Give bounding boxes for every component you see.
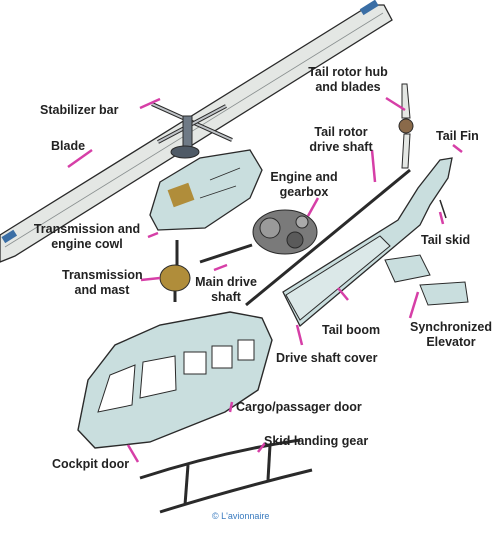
- label-cockpit-door: Cockpit door: [52, 457, 130, 471]
- label-main-drive-shaft: Main drive shaft: [190, 275, 262, 305]
- label-tail-rotor-hub: Tail rotor hub and blades: [302, 65, 394, 95]
- label-tail-skid: Tail skid: [421, 233, 471, 247]
- label-tail-fin: Tail Fin: [436, 129, 479, 143]
- label-transmission-mast: Transmission and mast: [62, 268, 143, 298]
- label-tail-boom: Tail boom: [322, 323, 381, 337]
- label-synchronized-elevator: Synchronized Elevator: [405, 320, 497, 350]
- label-line: and blades: [315, 80, 381, 94]
- drive-shaft-cover-graphic: [285, 235, 391, 321]
- label-line: engine cowl: [51, 237, 123, 251]
- stabilizer-bar-graphic: [151, 102, 233, 159]
- elevator-graphic: [384, 254, 469, 306]
- engine-graphic: [252, 209, 318, 255]
- label-line: and mast: [74, 283, 130, 297]
- label-line: Tail rotor hub: [308, 65, 388, 79]
- credit-text: © L'avionnaire: [212, 511, 270, 521]
- label-cargo-passager-door: Cargo/passager door: [236, 400, 362, 414]
- label-line: Tail rotor: [314, 125, 368, 139]
- label-drive-shaft-cover: Drive shaft cover: [276, 351, 378, 365]
- label-engine-gearbox: Engine and gearbox: [266, 170, 342, 200]
- label-skid-landing-gear: Skid landing gear: [264, 434, 369, 448]
- tail-rotor-graphic: [398, 83, 414, 169]
- label-line: gearbox: [279, 185, 329, 199]
- leader-lines: [67, 96, 463, 463]
- label-tail-rotor-drive-shaft: Tail rotor drive shaft: [296, 125, 386, 155]
- label-line: Main drive: [195, 275, 257, 289]
- label-line: shaft: [211, 290, 241, 304]
- label-line: Synchronized: [410, 320, 492, 334]
- label-stabilizer-bar: Stabilizer bar: [40, 103, 119, 117]
- label-transmission-engine-cowl: Transmission and engine cowl: [26, 222, 148, 252]
- label-line: Transmission and: [33, 222, 141, 236]
- cowl-graphic: [149, 149, 263, 231]
- label-line: Transmission: [62, 268, 143, 282]
- label-blade: Blade: [51, 139, 86, 153]
- transmission-graphic: [159, 240, 191, 302]
- main-rotor-blade-graphic: [0, 0, 393, 263]
- skid-gear-graphic: [139, 438, 313, 514]
- main-drive-shaft-graphic: [199, 243, 253, 264]
- tail-rotor-drive-shaft-graphic: [245, 168, 411, 307]
- label-line: drive shaft: [309, 140, 373, 154]
- fuselage-graphic: [77, 311, 273, 449]
- label-line: Engine and: [270, 170, 338, 184]
- label-line: Elevator: [426, 335, 476, 349]
